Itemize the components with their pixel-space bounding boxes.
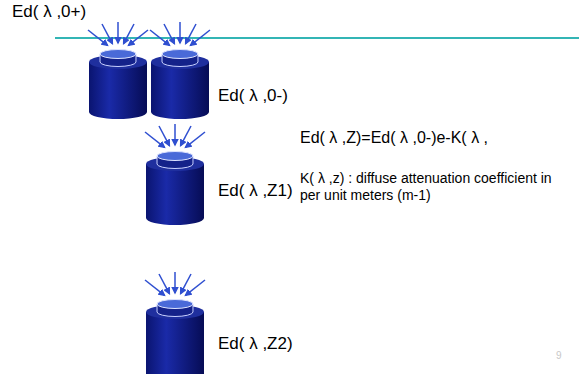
surface-line xyxy=(55,37,579,39)
irradiance-sensor xyxy=(145,124,205,225)
coefficient-note: K( λ ,z) : diffuse attenuation coefficie… xyxy=(300,170,570,204)
surface-irradiance: Ed( λ ,0+) xyxy=(12,2,86,22)
subsurface-irradiance: Ed( λ ,0-) xyxy=(218,86,288,106)
irradiance-sensor xyxy=(150,22,210,119)
irradiance-sensor xyxy=(88,22,148,119)
page-number: 9 xyxy=(556,350,562,362)
irradiance-sensor xyxy=(145,272,205,374)
depth2-irradiance: Ed( λ ,Z2) xyxy=(218,334,293,354)
attenuation-formula: Ed( λ ,Z)=Ed( λ ,0-)e-K( λ , xyxy=(300,128,488,147)
depth1-irradiance: Ed( λ ,Z1) xyxy=(218,181,293,201)
